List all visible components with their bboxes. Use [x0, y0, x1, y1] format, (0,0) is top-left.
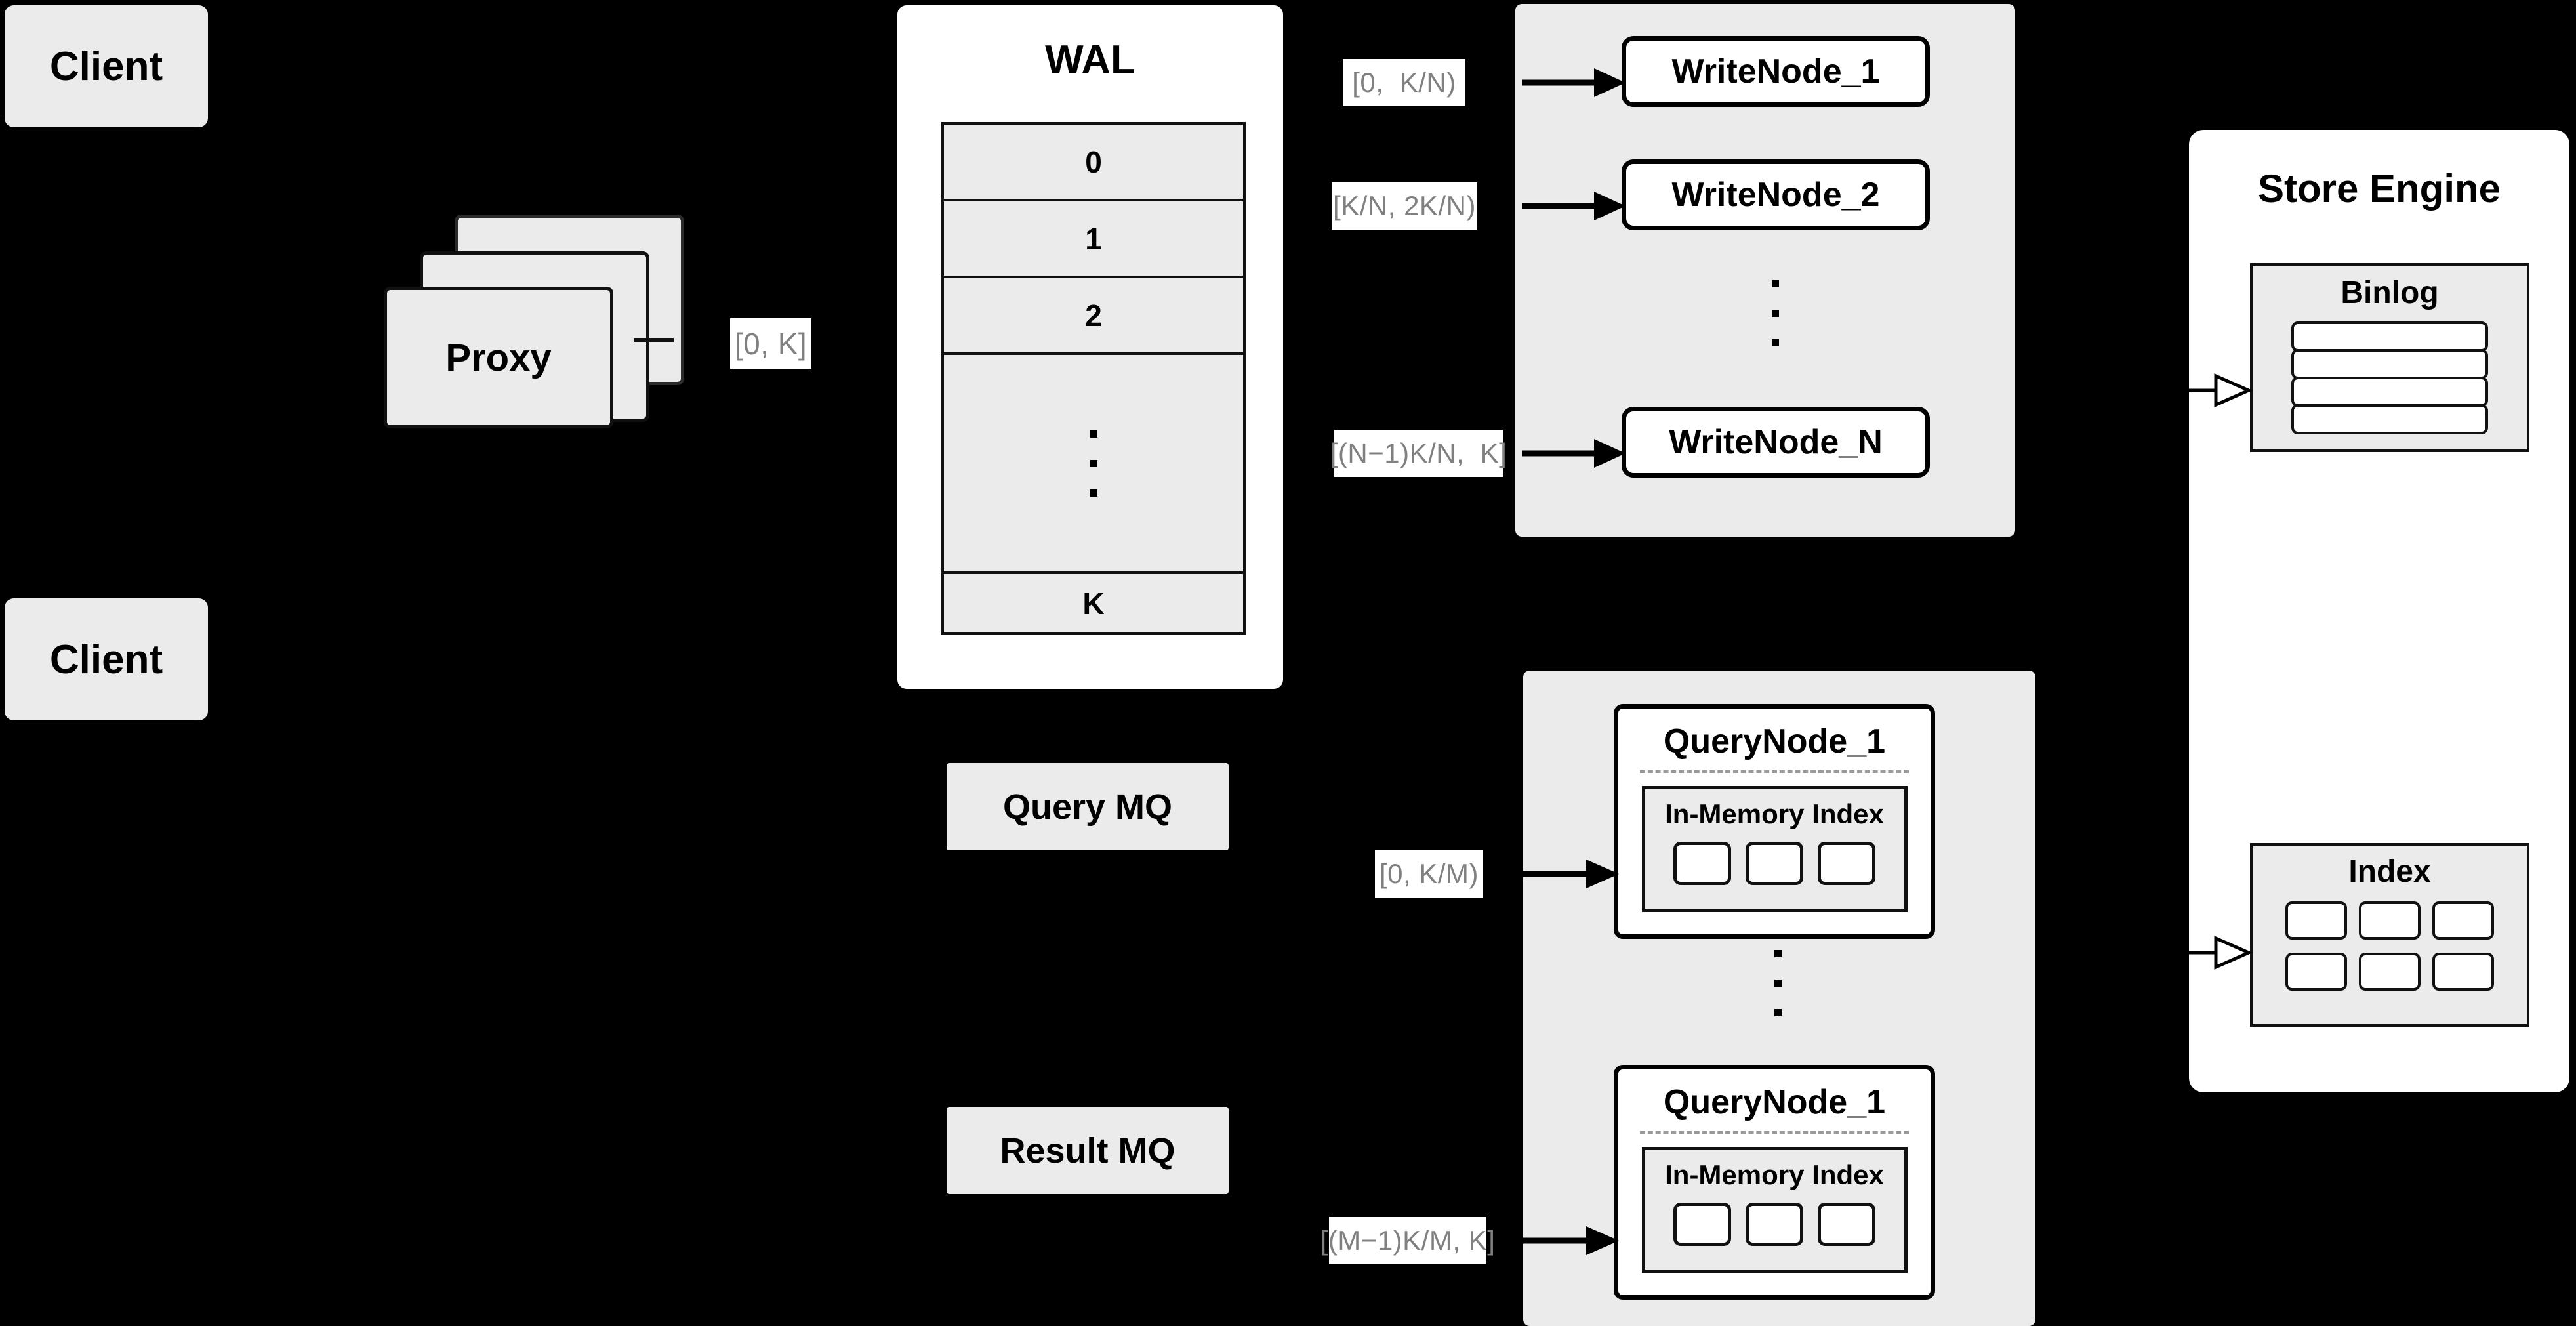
wal-row-1-label: 1: [1085, 221, 1102, 256]
write-ellipsis-dot-1: [1771, 280, 1779, 287]
proxy-box[interactable]: Proxy: [384, 287, 613, 428]
write-range-label-2: [K/N, 2K/N): [1332, 182, 1477, 230]
index-slot-6: [2432, 953, 2494, 991]
query-node-1-slot-1: [1673, 842, 1731, 885]
wal-row-ellipsis: [944, 355, 1243, 574]
query-node-1-slot-3: [1818, 842, 1875, 885]
query-node-m-memory-index: In-Memory Index: [1641, 1147, 1908, 1273]
store-engine-title: Store Engine: [2257, 167, 2501, 211]
wal-table: 0 1 2 K: [941, 122, 1246, 635]
write-node-1[interactable]: WriteNode_1: [1622, 36, 1930, 107]
result-mq-label: Result MQ: [1000, 1130, 1176, 1171]
index-arrow: [2178, 936, 2253, 970]
client-label-1: Client: [49, 43, 163, 89]
write-node-2-label: WriteNode_2: [1671, 176, 1880, 214]
write-node-2[interactable]: WriteNode_2: [1622, 159, 1930, 230]
write-range-label-1: [0, K/N): [1343, 59, 1465, 106]
index-slot-4: [2285, 953, 2347, 991]
binlog-arrow: [2178, 373, 2253, 407]
wal-ellipsis-dot-1: [1090, 430, 1097, 438]
index-slot-1: [2285, 901, 2347, 940]
index-box: Index: [2250, 843, 2529, 1027]
proxy-range-text: [0, K]: [734, 326, 808, 361]
index-slot-3: [2432, 901, 2494, 940]
index-slot-2: [2359, 901, 2421, 940]
query-node-m-title: QueryNode_1: [1663, 1083, 1886, 1121]
query-node-m-slot-2: [1746, 1203, 1803, 1246]
write-range-text-2: [K/N, 2K/N): [1333, 190, 1476, 221]
query-node-1-index-slots: [1645, 842, 1904, 885]
wal-ellipsis-dot-3: [1090, 489, 1097, 497]
binlog-row-1: [2291, 321, 2488, 352]
query-node-1-index-title: In-Memory Index: [1665, 798, 1884, 829]
wal-row-2[interactable]: 2: [944, 278, 1243, 355]
binlog-row-4: [2291, 404, 2488, 434]
wal-row-0[interactable]: 0: [944, 125, 1243, 201]
result-mq-box[interactable]: Result MQ: [947, 1107, 1229, 1194]
query-ellipsis-dot-3: [1774, 1009, 1782, 1016]
wal-ellipsis-dot-2: [1090, 459, 1097, 467]
query-arrow-1: [1509, 860, 1619, 888]
wal-row-1[interactable]: 1: [944, 201, 1243, 278]
write-arrow-n: [1522, 439, 1625, 468]
query-node-m-index-slots: [1645, 1203, 1904, 1246]
query-node-ellipsis: [1771, 950, 1784, 1016]
wal-row-k[interactable]: K: [944, 574, 1243, 632]
wal-row-2-label: 2: [1085, 298, 1102, 333]
wal-title: WAL: [1045, 37, 1135, 83]
write-node-n-label: WriteNode_N: [1669, 423, 1883, 461]
query-node-1-title: QueryNode_1: [1663, 722, 1886, 760]
query-ellipsis-dot-2: [1774, 980, 1782, 987]
write-node-1-label: WriteNode_1: [1671, 52, 1880, 91]
index-slot-grid: [2285, 901, 2494, 991]
binlog-row-3: [2291, 377, 2488, 407]
query-node-1[interactable]: QueryNode_1 In-Memory Index: [1614, 704, 1935, 939]
write-range-label-n: [(N−1)K/N, K]: [1330, 430, 1507, 477]
query-range-label-1: [0, K/M): [1375, 850, 1483, 898]
write-ellipsis-dot-2: [1771, 310, 1779, 317]
store-engine-panel: Store Engine Binlog Index: [2189, 130, 2569, 1092]
binlog-box: Binlog: [2250, 263, 2529, 452]
wal-row-k-label: K: [1082, 586, 1105, 621]
query-range-text-1: [0, K/M): [1379, 858, 1479, 889]
query-node-1-slot-2: [1746, 842, 1803, 885]
write-arrow-1: [1522, 68, 1625, 97]
query-node-1-memory-index: In-Memory Index: [1641, 786, 1908, 912]
client-label-2: Client: [49, 636, 163, 682]
client-box-1[interactable]: Client: [5, 5, 208, 127]
query-range-text-m: [(M−1)K/M, K]: [1320, 1225, 1496, 1256]
query-mq-label: Query MQ: [1002, 787, 1173, 827]
proxy-range-label: [0, K]: [730, 318, 811, 369]
write-ellipsis-dot-3: [1771, 339, 1779, 346]
query-ellipsis-dot-1: [1774, 950, 1782, 957]
wal-row-0-label: 0: [1085, 144, 1102, 179]
index-title: Index: [2348, 854, 2431, 889]
query-node-m-slot-1: [1673, 1203, 1731, 1246]
write-node-n[interactable]: WriteNode_N: [1622, 407, 1930, 478]
binlog-rows: [2291, 321, 2488, 434]
query-node-m[interactable]: QueryNode_1 In-Memory Index: [1614, 1065, 1935, 1300]
wal-panel: WAL 0 1 2 K: [897, 5, 1283, 689]
query-arrow-m: [1509, 1226, 1619, 1255]
write-arrow-2: [1522, 192, 1625, 220]
index-slot-5: [2359, 953, 2421, 991]
client-box-2[interactable]: Client: [5, 598, 208, 720]
query-mq-box[interactable]: Query MQ: [947, 763, 1229, 850]
query-node-m-divider: [1640, 1131, 1909, 1134]
write-range-text-1: [0, K/N): [1352, 67, 1456, 98]
proxy-connector-stub: [634, 338, 674, 342]
binlog-row-2: [2291, 349, 2488, 379]
query-node-m-slot-3: [1818, 1203, 1875, 1246]
proxy-label: Proxy: [445, 336, 552, 379]
write-node-ellipsis: [1768, 280, 1782, 346]
query-node-1-divider: [1640, 770, 1909, 773]
query-node-m-index-title: In-Memory Index: [1665, 1159, 1884, 1190]
binlog-title: Binlog: [2341, 276, 2439, 310]
write-range-text-n: [(N−1)K/N, K]: [1330, 438, 1507, 468]
query-range-label-m: [(M−1)K/M, K]: [1320, 1217, 1495, 1264]
